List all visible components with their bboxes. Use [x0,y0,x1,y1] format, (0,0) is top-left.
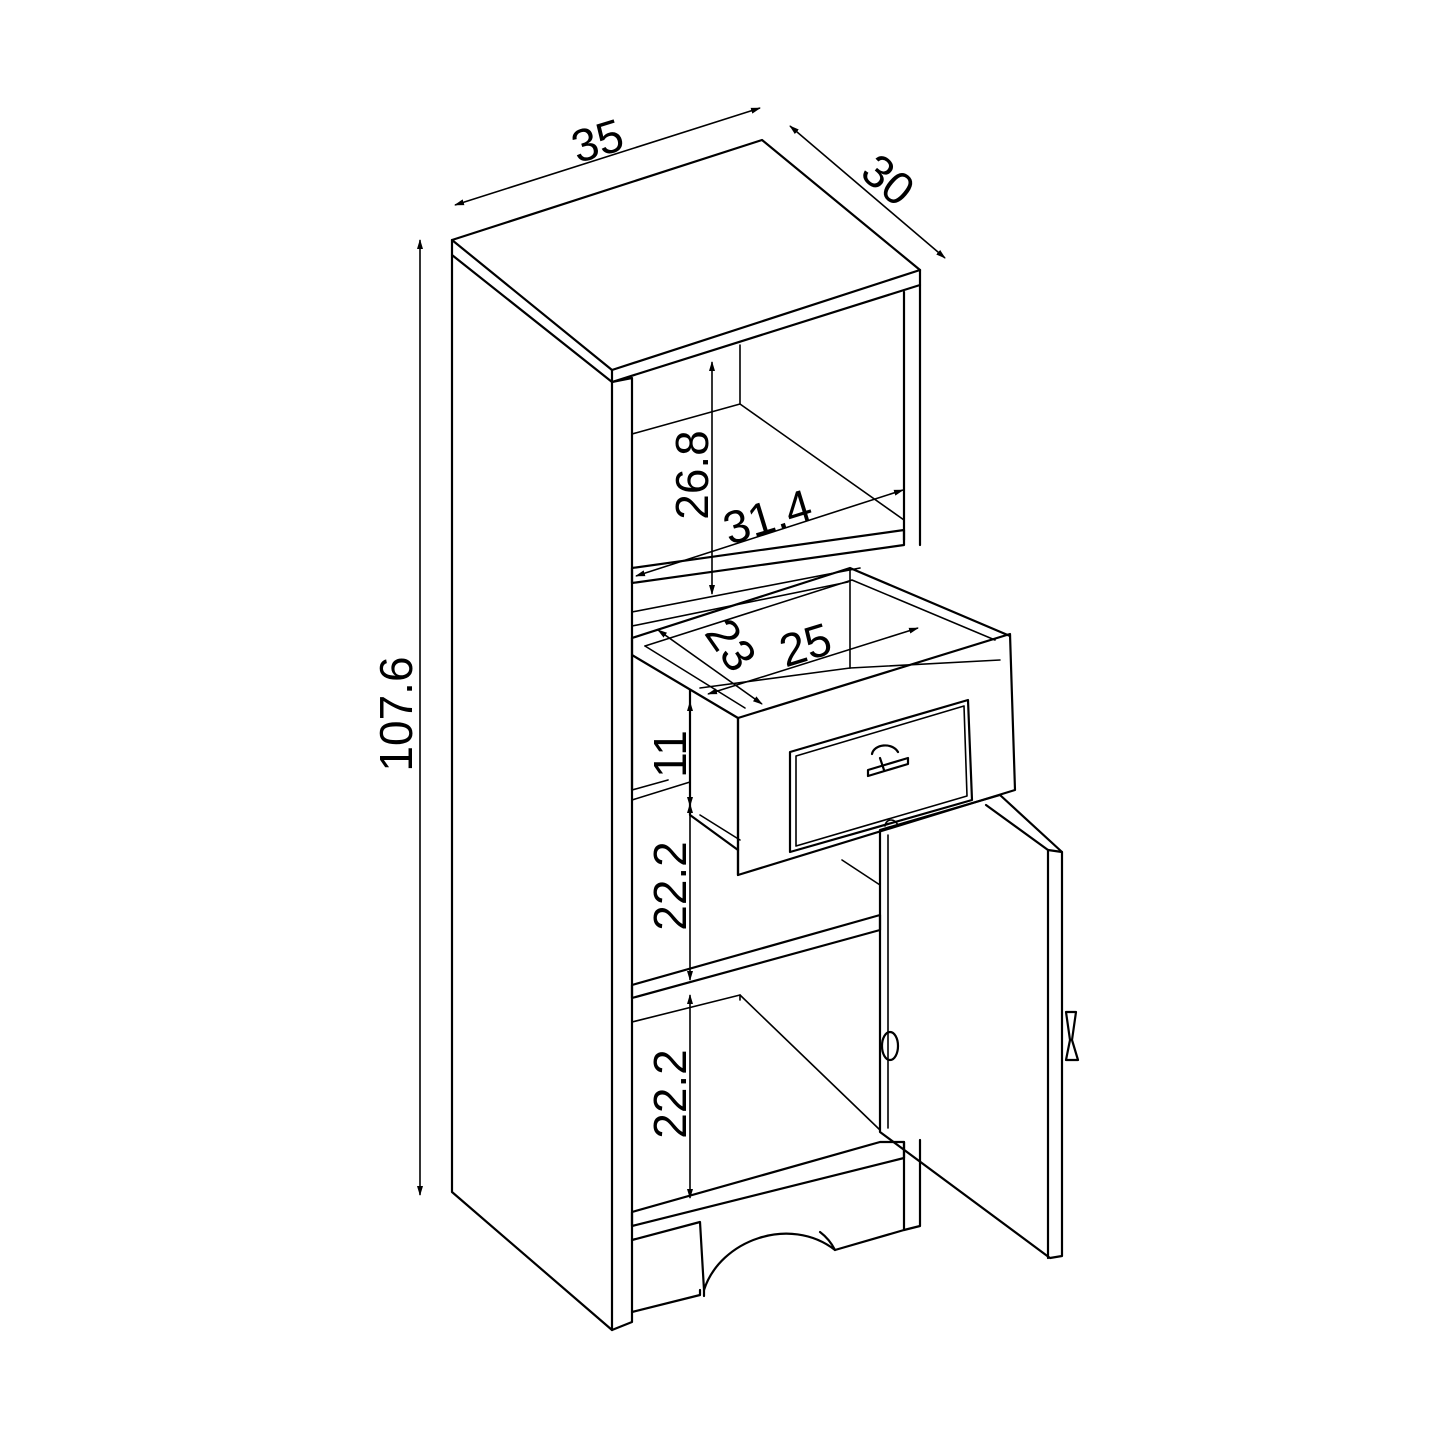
plinth-arch [630,1220,906,1292]
dim-line-depth [789,125,946,259]
label-drawer-depth: 23 [695,609,767,681]
label-middle-shelf-height: 22.2 [644,841,696,931]
drawer-panel-inset [788,698,974,854]
left-side-panel [450,253,614,1332]
label-drawer-height: 11 [644,730,696,778]
dim-line-width [454,107,761,206]
label-top-shelf-height: 26.8 [666,430,718,520]
dim-line-drawer-depth [657,629,763,705]
dimension-lines [417,107,946,1199]
drawer-knob-icon [866,744,910,778]
bottom-shelf [630,1140,906,1228]
hinge-cup-icon [880,1030,900,1062]
drawer-front [736,632,1017,877]
open-door [878,793,1080,1260]
dim-line-shelf-width [635,489,904,577]
top-panel [450,138,922,372]
door-handle-icon [1064,1010,1080,1062]
label-depth: 30 [852,143,925,216]
label-height: 107.6 [370,656,422,771]
label-drawer-width: 25 [773,612,837,677]
label-bottom-shelf-height: 22.2 [644,1049,696,1139]
label-width: 35 [565,108,629,173]
